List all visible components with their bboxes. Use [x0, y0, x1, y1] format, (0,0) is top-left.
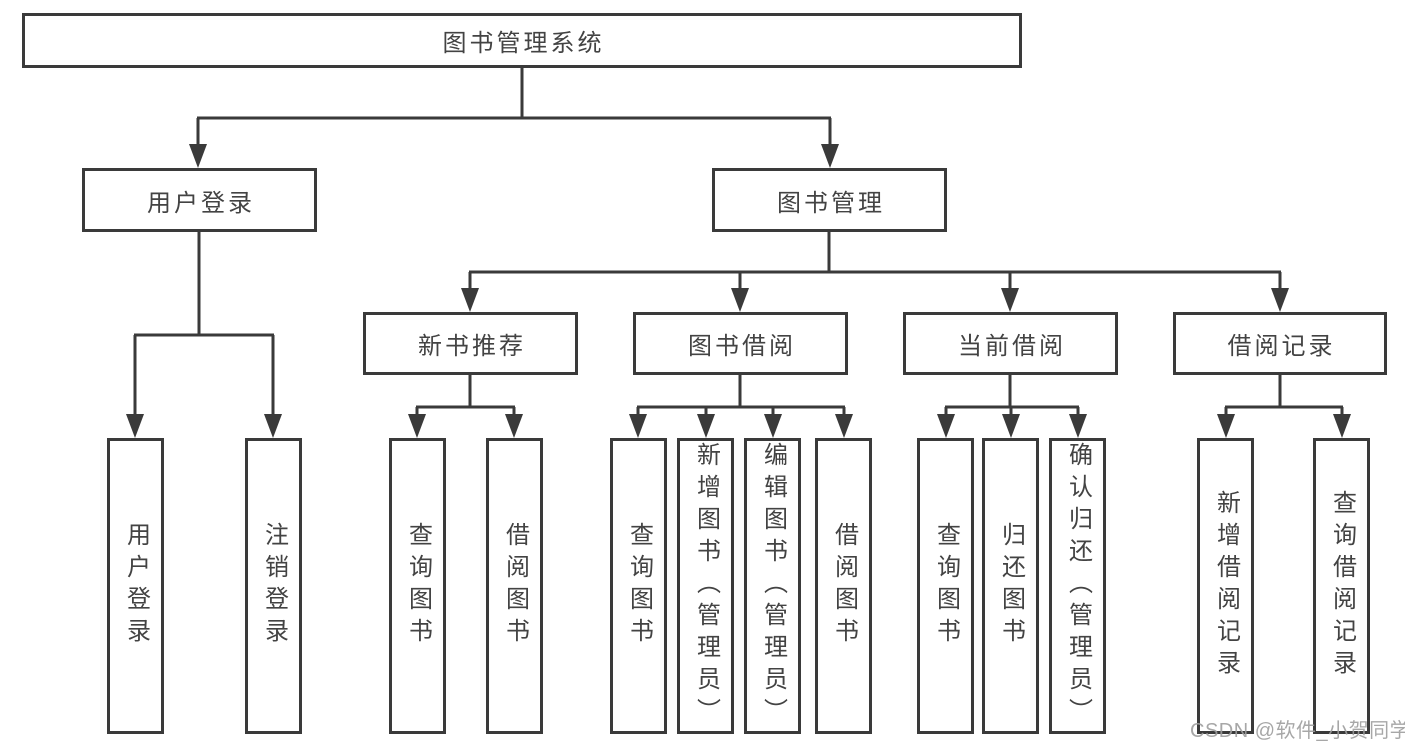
- leaf-label: 归还图书: [997, 522, 1025, 650]
- leaf-query-books-1: 查询图书: [389, 438, 446, 734]
- leaf-edit-books-admin: 编辑图书（管理员）: [744, 438, 801, 734]
- arrowhead-leaf: [764, 414, 782, 438]
- leaf-label: 查询借阅记录: [1328, 490, 1356, 682]
- arrowhead-leaf: [697, 414, 715, 438]
- node-root-system: 图书管理系统: [22, 13, 1022, 68]
- leaf-query-books-2: 查询图书: [610, 438, 667, 734]
- leaf-borrow-books-2: 借阅图书: [815, 438, 872, 734]
- arrowhead-leaf: [1333, 414, 1351, 438]
- arrowhead-leaf: [629, 414, 647, 438]
- leaf-label: 新增图书（管理员）: [692, 442, 720, 730]
- node-current-borrow: 当前借阅: [903, 312, 1118, 375]
- node-book-borrow: 图书借阅: [633, 312, 848, 375]
- arrowhead-leaf: [1217, 414, 1235, 438]
- node-borrow-records: 借阅记录: [1173, 312, 1387, 375]
- node-book-management: 图书管理: [712, 168, 947, 232]
- leaf-user-login: 用户登录: [107, 438, 164, 734]
- arrowhead-borrow-records: [1271, 288, 1289, 312]
- node-user-login: 用户登录: [82, 168, 317, 232]
- leaf-label: 查询图书: [932, 522, 960, 650]
- leaf-add-books-admin: 新增图书（管理员）: [677, 438, 734, 734]
- leaf-label: 查询图书: [404, 522, 432, 650]
- connector-book-borrow-children: [629, 375, 853, 438]
- leaf-label: 注销登录: [260, 522, 288, 650]
- csdn-watermark: CSDN @软件_小贺同学: [1190, 720, 1405, 742]
- connector-user-login-children: [126, 232, 282, 438]
- leaf-borrow-books-1: 借阅图书: [486, 438, 543, 734]
- leaf-label: 编辑图书（管理员）: [759, 442, 787, 730]
- leaf-label: 用户登录: [122, 522, 150, 650]
- connector-root-to-level2: [189, 68, 839, 168]
- arrowhead-leaf: [505, 414, 523, 438]
- leaf-label: 查询图书: [625, 522, 653, 650]
- leaf-add-borrow-record: 新增借阅记录: [1197, 438, 1254, 734]
- leaf-confirm-return-admin: 确认归还（管理员）: [1049, 438, 1106, 734]
- leaf-return-books: 归还图书: [982, 438, 1039, 734]
- node-new-book-recommend: 新书推荐: [363, 312, 578, 375]
- leaf-label: 借阅图书: [830, 522, 858, 650]
- arrowhead-leaf: [408, 414, 426, 438]
- arrowhead-book-mgmt: [821, 144, 839, 168]
- leaf-query-books-3: 查询图书: [917, 438, 974, 734]
- arrowhead-user-login: [189, 144, 207, 168]
- arrowhead-leaf: [937, 414, 955, 438]
- connector-new-books-children: [408, 375, 523, 438]
- arrowhead-leaf: [264, 414, 282, 438]
- leaf-query-borrow-record: 查询借阅记录: [1313, 438, 1370, 734]
- arrowhead-leaf: [1002, 414, 1020, 438]
- arrowhead-leaf: [126, 414, 144, 438]
- leaf-logout: 注销登录: [245, 438, 302, 734]
- leaf-label: 新增借阅记录: [1212, 490, 1240, 682]
- connector-current-borrow-children: [937, 375, 1087, 438]
- connector-borrow-records-children: [1217, 375, 1351, 438]
- arrowhead-leaf: [1069, 414, 1087, 438]
- arrowhead-book-borrow: [731, 288, 749, 312]
- arrowhead-current-borrow: [1001, 288, 1019, 312]
- arrowhead-new-books: [461, 288, 479, 312]
- leaf-label: 确认归还（管理员）: [1064, 442, 1092, 730]
- connector-book-mgmt-to-level3: [461, 232, 1289, 312]
- leaf-label: 借阅图书: [501, 522, 529, 650]
- arrowhead-leaf: [835, 414, 853, 438]
